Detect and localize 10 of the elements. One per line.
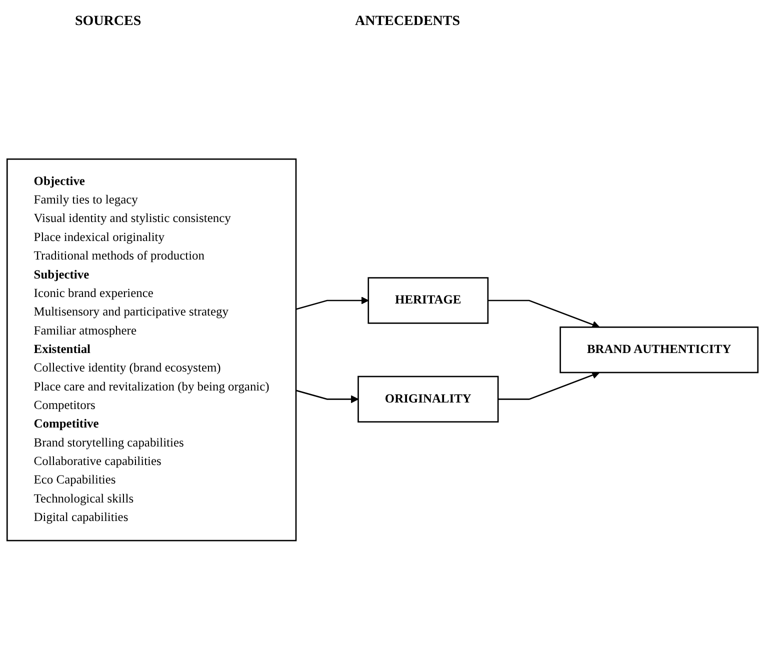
arrow: [296, 390, 359, 404]
column-heading: ANTECEDENTS: [355, 14, 460, 30]
node-box: Objective Family ties to legacy Visual identity and stylistic consistency Place indexical originality Traditional methods of production Subjective Iconic brand experience Multisensory and participative strategy Familiar atmosphere Existential Collective identity (brand ecosystem) Place care and revitalization (by being organic) Competitors Competitive Brand storytelling capabilities Collaborative capabilities Eco Capabilities Technological skills Digital capabilities: [6, 158, 297, 542]
arrow: [488, 300, 600, 328]
node-box: ORIGINALITY: [358, 376, 499, 423]
node-box: BRAND AUTHENTICITY: [560, 326, 759, 374]
column-heading: SOURCES: [75, 14, 142, 30]
arrow: [296, 296, 369, 310]
node-box: HERITAGE: [368, 277, 489, 324]
arrow: [498, 372, 600, 400]
